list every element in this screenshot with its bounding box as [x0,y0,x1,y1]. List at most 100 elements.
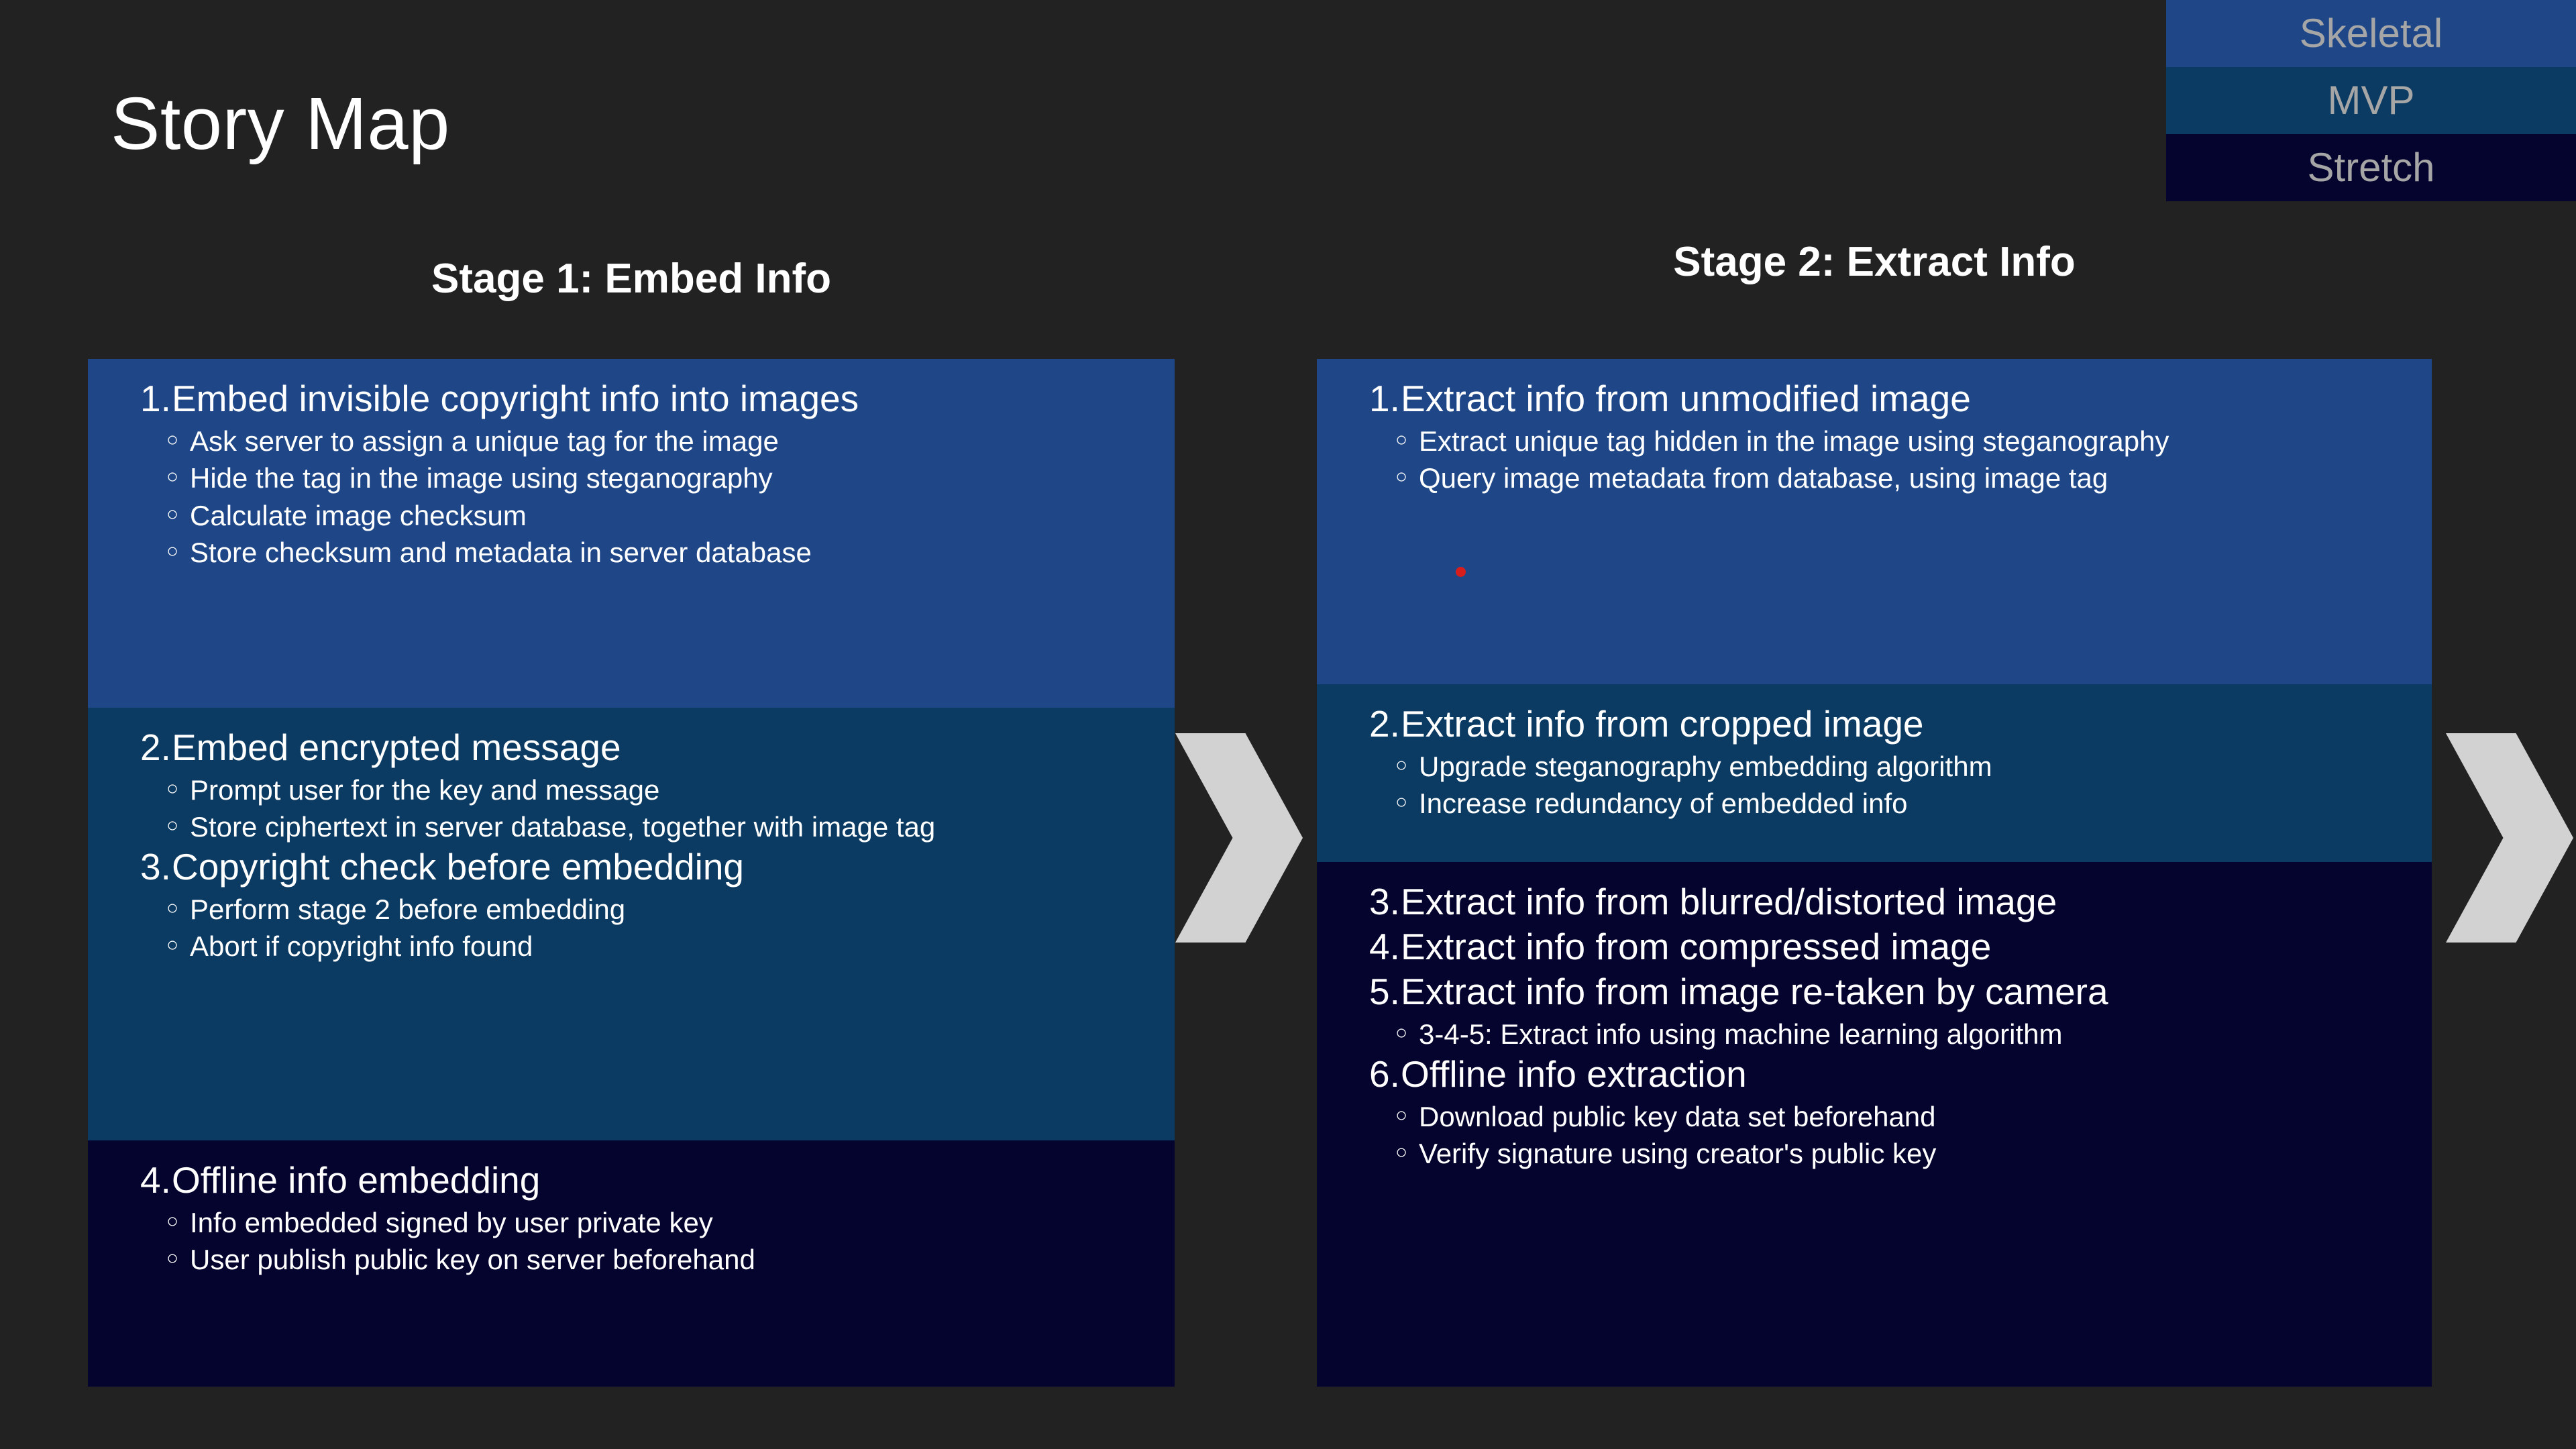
sub-task-label: Store checksum and metadata in server da… [190,536,812,568]
sub-task-item[interactable]: ○ Prompt user for the key and message [101,773,1161,807]
sub-task-item[interactable]: ○ Hide the tag in the image using stegano… [101,461,1161,495]
circle-bullet-icon: ○ [166,539,179,562]
story-number: 1. [140,378,171,419]
stage-2-column: 1.Extract info from unmodified image ○ Ext… [1317,359,2432,1387]
sub-task-item[interactable]: ○ Increase redundancy of embedded info [1330,786,2418,820]
sub-task-item[interactable]: ○ Store checksum and metadata in server d… [101,535,1161,570]
circle-bullet-icon: ○ [166,896,179,919]
circle-bullet-icon: ○ [1395,466,1408,488]
story-item[interactable]: 4.Offline info embedding [101,1158,1161,1203]
story-title: Offline info extraction [1401,1053,1747,1095]
sub-task-item[interactable]: ○ Info embedded signed by user private ke… [101,1205,1161,1240]
sub-task-list: ○ Ask server to assign a unique tag for t… [101,424,1161,570]
sub-task-label: Perform stage 2 before embedding [190,893,626,925]
tier-band-skeletal: 1.Extract info from unmodified image ○ Ext… [1317,359,2432,684]
sub-task-item[interactable]: ○ Upgrade steganography embedding algorit… [1330,749,2418,784]
sub-task-item[interactable]: ○ Store ciphertext in server database, to… [101,810,1161,844]
circle-bullet-icon: ○ [166,1247,179,1270]
story-number: 5. [1369,971,1400,1013]
legend-band-label: MVP [2327,78,2415,123]
story-number: 3. [1369,881,1400,922]
circle-bullet-icon: ○ [166,814,179,837]
story-item[interactable]: 6.Offline info extraction [1330,1052,2418,1097]
sub-task-list: ○ Extract unique tag hidden in the image … [1330,424,2418,495]
tier-band-stretch: 4.Offline info embedding ○ Info embedded s… [88,1140,1175,1387]
story-item[interactable]: 3.Copyright check before embedding [101,845,1161,890]
circle-bullet-icon: ○ [166,429,179,451]
sub-task-label: Query image metadata from database, usin… [1419,462,2108,494]
circle-bullet-icon: ○ [166,1210,179,1233]
stage-1-heading: Stage 1: Embed Info [431,256,831,302]
circle-bullet-icon: ○ [166,777,179,800]
sub-task-label: User publish public key on server before… [190,1244,755,1276]
legend-band-label: Stretch [2307,145,2435,190]
sub-task-label: Info embedded signed by user private key [190,1207,713,1239]
story-title: Extract info from cropped image [1401,703,1924,745]
story-number: 2. [140,727,171,768]
tier-band-skeletal: 1.Embed invisible copyright info into im… [88,359,1175,708]
sub-task-label: Download public key data set beforehand [1419,1100,1936,1132]
legend-band-stretch: Stretch [2166,134,2576,201]
stage-1-column: 1.Embed invisible copyright info into im… [88,359,1175,1387]
circle-bullet-icon: ○ [1395,754,1408,777]
tier-band-stretch: 3.Extract info from blurred/distorted im… [1317,862,2432,1387]
story-item[interactable]: 4.Extract info from compressed image [1330,924,2418,969]
story-title: Offline info embedding [172,1159,541,1201]
sub-task-list: ○ Prompt user for the key and message ○ Sto… [101,773,1161,844]
sub-task-label: Extract unique tag hidden in the image u… [1419,425,2169,458]
sub-task-label: Upgrade steganography embedding algorith… [1419,751,1992,783]
story-item[interactable]: 2.Embed encrypted message [101,725,1161,770]
sub-task-label: Verify signature using creator's public … [1419,1137,1937,1169]
sub-task-item[interactable]: ○ Query image metadata from database, usi… [1330,461,2418,495]
flow-arrow-right-icon [1175,733,1303,943]
sub-task-item[interactable]: ○ Download public key data set beforehand [1330,1099,2418,1134]
sub-task-item[interactable]: ○Calculate image checksum [101,498,1161,533]
story-title: Extract info from compressed image [1401,926,1992,968]
circle-bullet-icon: ○ [1395,1022,1408,1044]
story-number: 4. [140,1159,171,1201]
sub-task-list: ○ 3-4-5: Extract info using machine learn… [1330,1017,2418,1051]
sub-task-label: Ask server to assign a unique tag for th… [190,425,779,458]
sub-task-item[interactable]: ○ 3-4-5: Extract info using machine learn… [1330,1017,2418,1051]
stage-2-heading: Stage 2: Extract Info [1673,239,2076,285]
sub-task-item[interactable]: ○ Verify signature using creator's public… [1330,1136,2418,1171]
sub-task-label: 3-4-5: Extract info using machine learni… [1419,1018,2063,1051]
sub-task-list: ○ Info embedded signed by user private ke… [101,1205,1161,1277]
sub-task-label: Calculate image checksum [190,499,527,531]
sub-task-label: Hide the tag in the image using steganog… [190,462,773,494]
circle-bullet-icon: ○ [1395,1140,1408,1163]
sub-task-item[interactable]: ○ Ask server to assign a unique tag for t… [101,424,1161,458]
sub-task-item[interactable]: ○Abort if copyright info found [101,929,1161,963]
story-number: 3. [140,845,171,888]
sub-task-item[interactable]: ○ Perform stage 2 before embedding [101,892,1161,926]
story-item[interactable]: 3.Extract info from blurred/distorted im… [1330,879,2418,924]
sub-task-label: Increase redundancy of embedded info [1419,788,1908,820]
circle-bullet-icon: ○ [1395,791,1408,814]
circle-bullet-icon: ○ [1395,429,1408,451]
story-number: 1. [1369,378,1400,419]
sub-task-list: ○ Perform stage 2 before embedding ○Abort … [101,892,1161,963]
sub-task-label: Prompt user for the key and message [190,774,660,806]
page-title: Story Map [111,83,450,165]
story-title: Copyright check before embedding [172,845,745,888]
sub-task-item[interactable]: ○ Extract unique tag hidden in the image … [1330,424,2418,458]
sub-task-label: Store ciphertext in server database, tog… [190,811,936,843]
story-number: 2. [1369,703,1400,745]
story-title: Extract info from blurred/distorted imag… [1401,881,2057,922]
story-title: Embed invisible copyright info into imag… [172,378,859,419]
story-item[interactable]: 1.Extract info from unmodified image [1330,376,2418,421]
sub-task-label: Abort if copyright info found [190,930,533,962]
sub-task-item[interactable]: ○ User publish public key on server befor… [101,1242,1161,1277]
sub-task-list: ○ Download public key data set beforehand… [1330,1099,2418,1171]
circle-bullet-icon: ○ [1395,1104,1408,1126]
story-item[interactable]: 5.Extract info from image re-taken by ca… [1330,969,2418,1014]
story-item[interactable]: 1.Embed invisible copyright info into im… [101,376,1161,421]
story-item[interactable]: 2.Extract info from cropped image [1330,702,2418,747]
legend-band-label: Skeletal [2299,11,2443,56]
circle-bullet-icon: ○ [166,466,179,488]
story-title: Extract info from image re-taken by came… [1401,971,2108,1013]
red-dot-marker [1456,567,1466,577]
flow-arrow-right-icon [2446,733,2573,943]
legend-band-mvp: MVP [2166,67,2576,134]
